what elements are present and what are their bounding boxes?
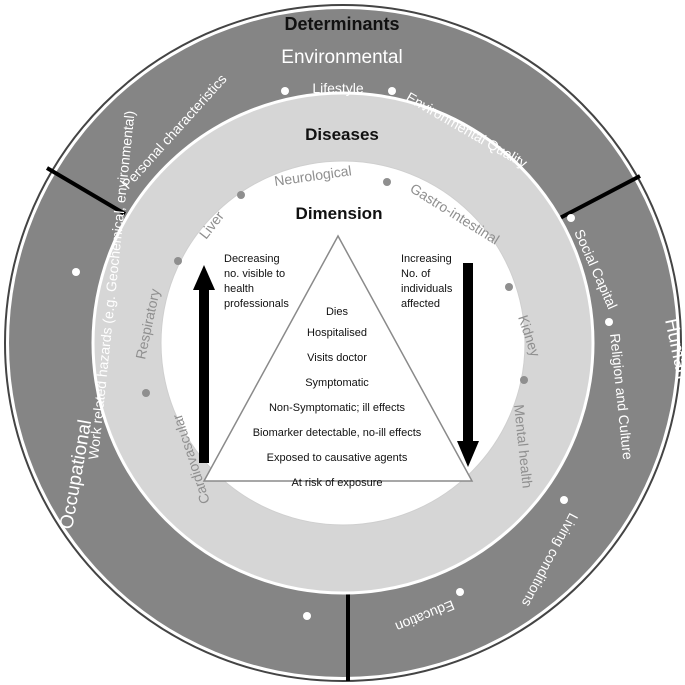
divider-left [45, 166, 127, 216]
disease-dot-4 [383, 178, 391, 186]
hs-dot-1 [567, 214, 575, 222]
left-note-line: no. visible to [224, 268, 285, 280]
env-title: Environmental [281, 47, 402, 68]
left-note-line: professionals [224, 298, 289, 310]
right-note-line: affected [401, 298, 440, 310]
pyramid-level: Hospitalised [307, 327, 367, 339]
disease-dot-6 [520, 376, 528, 384]
dimension-pyramid [202, 234, 474, 482]
disease-dot-5 [505, 283, 513, 291]
pyramid-level: Non-Symptomatic; ill effects [269, 402, 406, 414]
left-note-line: health [224, 283, 254, 295]
right-note: Increasing No. of individuals affected [401, 253, 453, 310]
env-dot-right [388, 87, 396, 95]
heading-diseases: Diseases [305, 125, 379, 144]
occ-dot-top [72, 268, 80, 276]
pyramid-level: Visits doctor [307, 352, 367, 364]
disease-dot-2 [174, 257, 182, 265]
hs-dot-4 [456, 588, 464, 596]
right-note-line: No. of [401, 268, 431, 280]
left-note-line: Decreasing [224, 253, 280, 265]
pyramid-levels: Dies Hospitalised Visits doctor Symptoma… [253, 306, 422, 489]
divider-right [557, 174, 641, 221]
up-arrow-icon [193, 265, 215, 463]
disease-dot-3 [237, 191, 245, 199]
heading-dimension: Dimension [296, 204, 383, 223]
right-note-line: Increasing [401, 253, 452, 265]
pyramid-level: Dies [326, 306, 349, 318]
heading-determinants: Determinants [284, 14, 399, 34]
disease-dot-1 [142, 389, 150, 397]
hs-dot-2 [605, 318, 613, 326]
env-lifestyle: Lifestyle [312, 80, 364, 96]
pyramid-level: Biomarker detectable, no-ill effects [253, 427, 422, 439]
down-arrow-icon [457, 263, 479, 467]
left-note: Decreasing no. visible to health profess… [224, 253, 289, 310]
env-dot-left [281, 87, 289, 95]
right-note-line: individuals [401, 283, 453, 295]
pyramid-level: Symptomatic [305, 377, 369, 389]
hs-dot-3 [560, 496, 568, 504]
pyramid-level: Exposed to causative agents [267, 452, 408, 464]
pyramid-level: At risk of exposure [291, 477, 382, 489]
occ-dot-bottom [303, 612, 311, 620]
